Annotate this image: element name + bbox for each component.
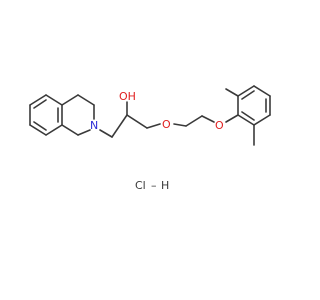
- bond: [225, 114, 239, 123]
- bond: [29, 124, 47, 136]
- bond: [45, 94, 63, 106]
- bond: [61, 94, 79, 106]
- double-bond: [241, 90, 255, 100]
- bond: [61, 124, 79, 136]
- double-bond: [241, 111, 255, 121]
- bond: [253, 85, 271, 97]
- benzo-ring: [29, 94, 63, 136]
- bond: [237, 114, 255, 126]
- bond: [173, 123, 187, 127]
- hydrogen-label: H: [161, 179, 169, 192]
- structure-canvas: N OH O O Cl – H: [29, 85, 271, 192]
- hydrochloride-salt: Cl – H: [135, 179, 169, 192]
- dimethylphenyl-ring: [225, 85, 271, 146]
- bond: [29, 94, 47, 106]
- double-bond: [33, 121, 47, 131]
- hydroxyl-label: OH: [119, 90, 136, 103]
- propanol-chain: [99, 101, 215, 138]
- ether-oxygen-label: O: [162, 118, 171, 131]
- bond: [77, 94, 95, 106]
- bond: [146, 123, 161, 129]
- bond: [111, 114, 128, 138]
- piperidine-ring: [61, 94, 95, 136]
- bond: [77, 129, 91, 136]
- bond: [237, 85, 255, 97]
- bond: [126, 114, 148, 129]
- bond: [185, 115, 203, 127]
- bond: [45, 124, 63, 136]
- ether-oxygen-label: O: [215, 119, 224, 132]
- bond: [99, 129, 113, 138]
- molecule-drawing: N OH O O Cl – H: [29, 85, 271, 192]
- nitrogen-atom-label: N: [90, 119, 98, 132]
- bond: [201, 115, 215, 123]
- salt-bond: –: [151, 179, 157, 192]
- chlorine-label: Cl: [135, 179, 146, 192]
- bond: [253, 114, 271, 126]
- methyl-bond: [225, 88, 239, 97]
- double-bond: [33, 99, 47, 109]
